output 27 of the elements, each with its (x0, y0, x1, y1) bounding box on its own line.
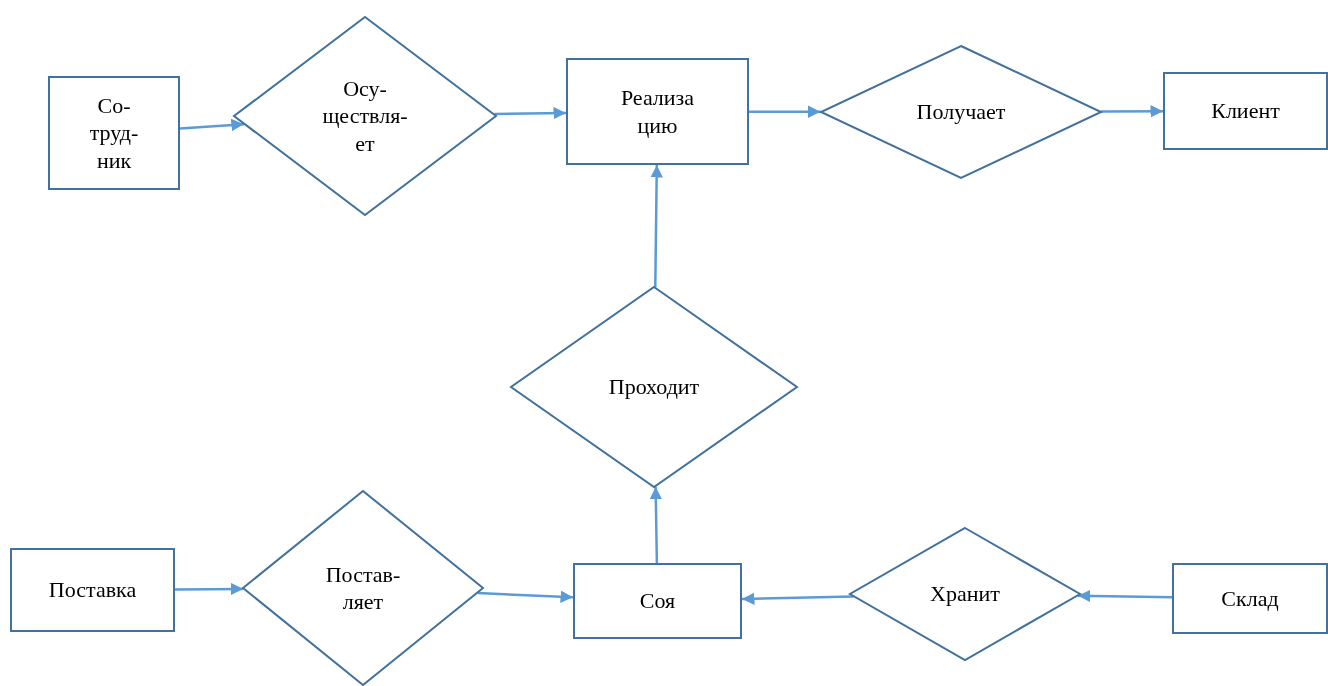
entity-box (48, 76, 180, 190)
entity-label: Соя (638, 587, 677, 615)
entity-box (573, 563, 742, 639)
entity-label: Хранит (929, 580, 1001, 608)
entity-box (1172, 563, 1328, 634)
entity-label: Реализа цию (619, 84, 696, 139)
entity-label: Со- труд- ник (88, 91, 140, 175)
arrow (749, 105, 821, 118)
entity-label: Проходит (607, 373, 701, 401)
arrow (477, 590, 574, 603)
entity-box (566, 58, 749, 165)
entity-label: Осу- ществля- ет (321, 74, 409, 158)
arrow (650, 165, 663, 287)
entity-label: Получает (915, 98, 1007, 126)
entity-label: Постав- ляет (324, 560, 402, 616)
arrow (179, 118, 244, 132)
entity-box (10, 548, 175, 632)
arrow (1077, 589, 1173, 603)
entity-label: Поставка (47, 576, 138, 604)
arrow (741, 592, 854, 606)
arrow (494, 106, 566, 120)
arrow (649, 486, 663, 564)
entity-label: Клиент (1210, 97, 1281, 125)
arrow (1100, 105, 1163, 118)
arrow (175, 582, 244, 596)
entity-label: Склад (1220, 584, 1280, 613)
entity-box (1163, 72, 1328, 150)
